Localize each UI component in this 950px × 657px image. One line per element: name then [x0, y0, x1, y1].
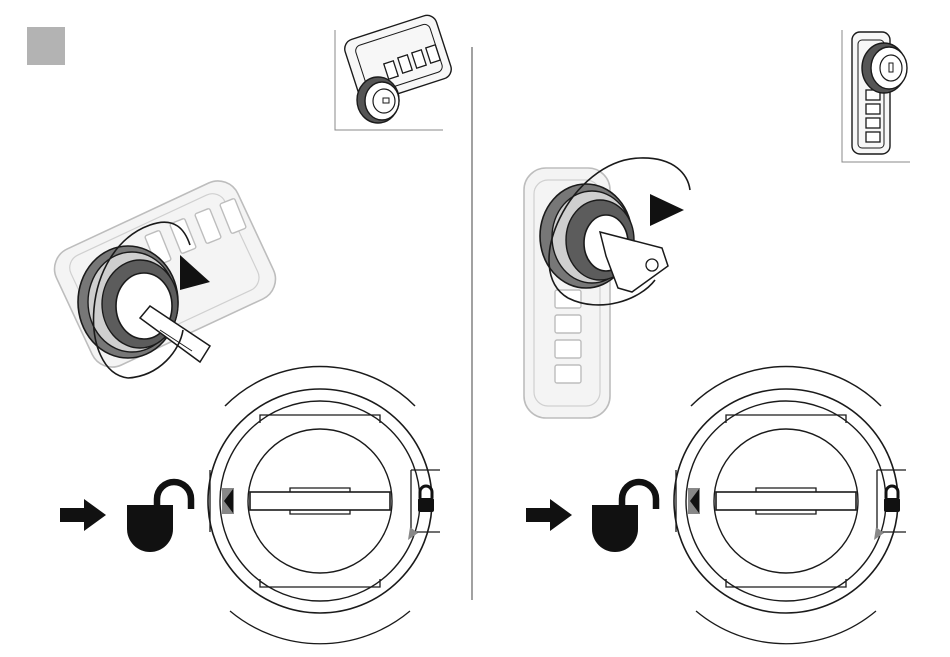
right-arrow-icon: [526, 499, 572, 531]
horizontal-lock-dial: [208, 367, 440, 644]
locked-padlock-icon: [418, 486, 434, 512]
right-arrow-icon: [60, 499, 106, 531]
horizontal-lock-illustration: [47, 174, 282, 378]
step-badge: [27, 27, 65, 65]
locked-padlock-icon: [884, 486, 900, 512]
horizontal-lock-thumbnail: [335, 13, 454, 130]
vertical-lock-dial: [674, 367, 906, 644]
vertical-lock-thumbnail: [842, 30, 910, 162]
vertical-lock-illustration: [524, 158, 690, 418]
unlocked-padlock-icon: [592, 482, 656, 552]
unlocked-padlock-icon: [127, 482, 191, 552]
